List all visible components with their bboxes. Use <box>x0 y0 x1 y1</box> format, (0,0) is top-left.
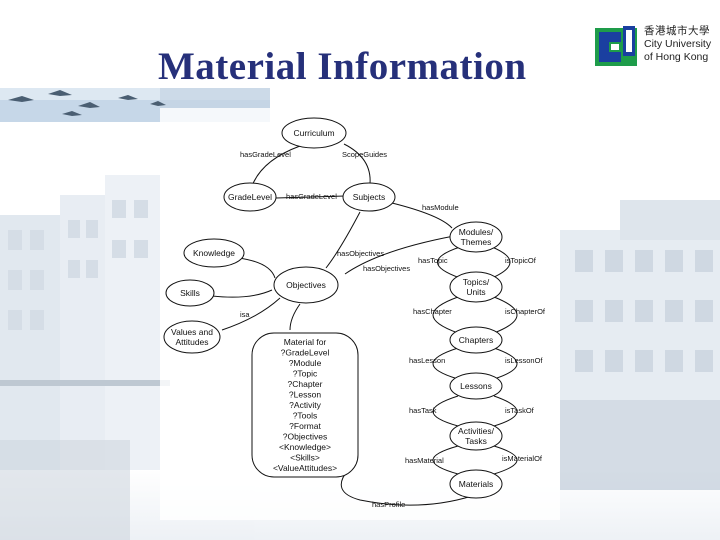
node-chapters <box>449 326 503 354</box>
cityu-emblem-icon <box>595 26 637 66</box>
right-building <box>560 200 720 490</box>
node-label-modules-1: Modules/ <box>459 227 494 237</box>
node-values-attitudes <box>163 320 221 354</box>
edge-label-is-material-of: isMaterialOf <box>502 454 543 463</box>
node-label-values-1: Values and <box>171 327 213 337</box>
edge-subjects-objectives <box>325 211 361 269</box>
material-box-line: <Knowledge> <box>279 442 331 452</box>
node-modules <box>449 221 503 253</box>
logo-english-line2: of Hong Kong <box>644 51 709 63</box>
node-label-values-2: Attitudes <box>175 337 208 347</box>
node-label-activities-1: Activities/ <box>458 426 495 436</box>
node-curriculum <box>281 117 347 149</box>
edge-curriculum-gradelevel <box>251 145 301 187</box>
edge-objectives-materialbox <box>289 303 301 331</box>
logo-english-line1: City University <box>644 38 712 50</box>
material-box-line: ?Module <box>289 358 322 368</box>
material-box-line: ?GradeLevel <box>281 348 330 358</box>
node-lessons <box>449 372 503 400</box>
edge-lessons-activities-left <box>432 395 459 427</box>
material-box-line: <Skills> <box>290 453 320 463</box>
edge-label-has-material: hasMaterial <box>405 456 444 465</box>
node-label-topics-2: Units <box>466 287 485 297</box>
edge-label-is-topic-of: isTopicOf <box>505 256 537 265</box>
edge-modules-topics-right <box>491 246 511 279</box>
node-subjects <box>342 182 396 212</box>
edge-materials-profile <box>340 469 473 506</box>
node-activities <box>449 421 503 451</box>
slide-title: Material Information <box>158 45 527 88</box>
edge-label-is-chapter-of: isChapterOf <box>505 307 546 316</box>
edge-activities-materials-left <box>432 445 459 475</box>
edge-topics-chapters-right <box>493 296 518 334</box>
edge-label-is-task-of: isTaskOf <box>505 406 535 415</box>
node-knowledge <box>183 238 245 268</box>
edge-topics-chapters-left <box>432 296 459 334</box>
edge-chapters-lessons-right <box>493 347 518 380</box>
material-box-line: ?Chapter <box>288 379 323 389</box>
material-box-line: <ValueAttitudes> <box>273 463 337 473</box>
edge-subjects-modules <box>391 202 453 229</box>
edge-label-has-objectives-2: hasObjectives <box>363 264 410 273</box>
edge-label-has-grade-level: hasGradeLevel <box>240 150 291 159</box>
material-box-line: ?Lesson <box>289 390 321 400</box>
node-label-topics-1: Topics/ <box>463 277 490 287</box>
node-label-knowledge: Knowledge <box>193 248 235 258</box>
edge-label-has-grade-level-2: hasGradeLevel <box>286 192 337 201</box>
edge-label-has-profile: hasProfile <box>372 500 405 509</box>
edge-skills-objectives <box>211 289 273 298</box>
edge-activities-materials-right <box>493 445 518 475</box>
diagram-backdrop <box>160 108 560 520</box>
edge-values-objectives <box>221 297 281 331</box>
edge-label-isa: isa <box>240 310 250 319</box>
cityu-logo: 香港城市大學 City University of Hong Kong <box>595 22 715 68</box>
edge-chapters-lessons-left <box>432 347 459 380</box>
node-label-chapters: Chapters <box>459 335 494 345</box>
edge-modules-topics-left <box>437 246 461 279</box>
material-box-line: ?Activity <box>289 400 321 410</box>
node-grade-level <box>223 182 277 212</box>
logo-chinese-name: 香港城市大學 <box>644 25 710 37</box>
edge-knowledge-objectives <box>237 257 276 279</box>
node-materials <box>449 469 503 499</box>
node-label-objectives: Objectives <box>286 280 326 290</box>
material-box <box>251 332 359 478</box>
node-label-activities-2: Tasks <box>465 436 487 446</box>
material-box-line: ?Topic <box>293 369 318 379</box>
edge-label-has-lesson: hasLesson <box>409 356 445 365</box>
node-label-subjects: Subjects <box>353 192 386 202</box>
edge-label-has-chapter: hasChapter <box>413 307 452 316</box>
node-label-skills: Skills <box>180 288 200 298</box>
node-label-modules-2: Themes <box>461 237 492 247</box>
node-objectives <box>273 266 339 304</box>
edge-label-has-module: hasModule <box>422 203 459 212</box>
material-box-line: ?Format <box>289 421 321 431</box>
material-box-line: Material for <box>284 337 327 347</box>
node-skills <box>165 279 215 307</box>
edge-label-is-lesson-of: isLessonOf <box>505 356 543 365</box>
edge-curriculum-subjects <box>343 143 371 185</box>
node-topics <box>449 271 503 303</box>
edge-label-has-task: hasTask <box>409 406 437 415</box>
edge-modules-objectives <box>344 235 455 275</box>
node-label-grade-level: GradeLevel <box>228 192 272 202</box>
node-label-materials: Materials <box>459 479 493 489</box>
material-box-line: ?Tools <box>293 411 318 421</box>
material-box-line: ?Objectives <box>283 432 327 442</box>
edge-label-has-objectives: hasObjectives <box>337 249 384 258</box>
node-label-curriculum: Curriculum <box>293 128 334 138</box>
edge-label-scope-guides: ScopeGuides <box>342 150 387 159</box>
edge-label-has-topic: hasTopic <box>418 256 448 265</box>
edge-gradelevel-subjects <box>275 195 346 199</box>
node-label-lessons: Lessons <box>460 381 492 391</box>
edge-lessons-activities-right <box>493 395 518 427</box>
